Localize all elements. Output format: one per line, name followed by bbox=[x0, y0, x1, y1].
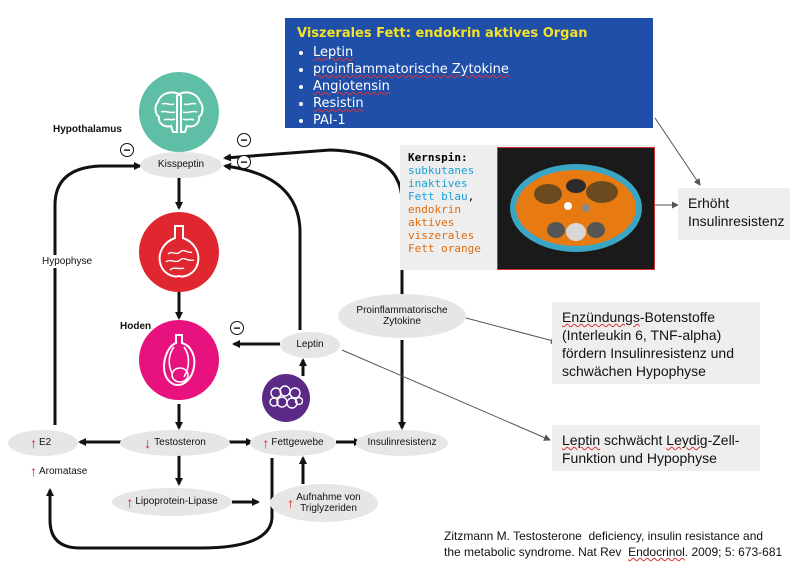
list-item: proinflammatorische Zytokine bbox=[313, 61, 641, 78]
testis-icon bbox=[139, 320, 219, 400]
lipase-node: ↑Lipoprotein-Lipase bbox=[112, 488, 232, 516]
mri-orange-text: endokrin aktives viszerales Fett orange bbox=[408, 203, 481, 255]
e2-label: E2 bbox=[39, 437, 52, 449]
kisspeptin-node: Kisspeptin bbox=[140, 152, 222, 178]
inflammation-box: Enzündungs-Botenstoffe (Interleukin 6, T… bbox=[552, 302, 760, 384]
visceral-fat-box: Viszerales Fett: endokrin aktives Organ … bbox=[285, 18, 653, 128]
list-item: Angiotensin bbox=[313, 78, 641, 95]
zytokine-node: Proinflammatorische Zytokine bbox=[338, 294, 466, 338]
insulin-resistance-box: Erhöht Insulinresistenz bbox=[678, 188, 790, 240]
leptin-text-3: Leydig bbox=[666, 432, 708, 448]
leptin-box: Leptin schwächt Leydig-Zell-Funktion und… bbox=[552, 425, 760, 471]
leptin-node: Leptin bbox=[280, 332, 340, 358]
visceral-fat-title: Viszerales Fett: endokrin aktives Organ bbox=[297, 26, 588, 41]
fat-cells-icon bbox=[262, 374, 310, 422]
arrow-e2-kisspeptin bbox=[53, 162, 142, 425]
inhibit-sign-hypophyse: − bbox=[120, 143, 134, 157]
pointer-zytokine-box bbox=[465, 317, 558, 344]
arrow-fettgewebe-aromatase bbox=[46, 458, 274, 550]
aromatase-up-arrow-icon: ↑ bbox=[30, 463, 37, 479]
fettgewebe-node: ↑Fettgewebe bbox=[250, 430, 336, 456]
aromatase-node: ↑Aromatase bbox=[30, 463, 87, 479]
aromatase-label: Aromatase bbox=[39, 465, 88, 477]
visceral-fat-list: Leptin proinflammatorische Zytokine Angi… bbox=[297, 44, 641, 129]
inhibit-sign-leptin: − bbox=[237, 133, 251, 147]
testosteron-label: Testosteron bbox=[154, 437, 206, 449]
insulinresistenz-node: Insulinresistenz bbox=[356, 430, 448, 456]
lipase-label: Lipoprotein-Lipase bbox=[135, 496, 218, 508]
testosteron-down-arrow-icon: ↓ bbox=[144, 434, 152, 451]
aufnahme-label: Aufnahme von Triglyzeriden bbox=[296, 491, 361, 515]
hoden-label: Hoden bbox=[120, 321, 152, 332]
list-item: PAI-1 bbox=[313, 112, 641, 129]
hypothalamus-label: Hypothalamus bbox=[53, 124, 122, 135]
aufnahme-node: ↑Aufnahme von Triglyzeriden bbox=[270, 484, 378, 522]
inflammation-text-1: Enzündungs bbox=[562, 309, 640, 325]
mri-blue-text: subkutanes inaktives Fett blau bbox=[408, 164, 475, 203]
pituitary-icon bbox=[139, 212, 219, 292]
inhibit-sign-testis: − bbox=[230, 321, 244, 335]
brain-icon bbox=[139, 72, 219, 152]
pointer-bluebox-insulin bbox=[654, 117, 701, 186]
aufnahme-up-arrow-icon: ↑ bbox=[287, 494, 295, 511]
leptin-text-1: Leptin bbox=[562, 432, 601, 448]
hypophyse-label: Hypophyse bbox=[40, 255, 95, 268]
fettgewebe-label: Fettgewebe bbox=[271, 437, 324, 449]
list-item: Resistin bbox=[313, 95, 641, 112]
mri-scan-image bbox=[497, 147, 655, 270]
citation-line-2: the metabolic syndrome. Nat Rev Endocrin… bbox=[444, 545, 783, 559]
e2-node: ↑E2 bbox=[8, 430, 78, 456]
mri-heading: Kernspin: bbox=[408, 151, 468, 164]
leptin-text-4: -Zell-Funktion und Hypophyse bbox=[562, 432, 740, 466]
e2-up-arrow-icon: ↑ bbox=[30, 434, 37, 451]
leptin-text-2: schwächt bbox=[600, 432, 667, 448]
inflammation-text-2: -Botenstoffe (Interleukin 6, TNF-alpha) … bbox=[562, 309, 734, 379]
pointer-leptin-box bbox=[341, 349, 551, 441]
list-item: Leptin bbox=[313, 44, 641, 61]
mri-legend: subkutanes inaktives Fett blau, endokrin… bbox=[408, 164, 496, 255]
testosteron-node: ↓Testosteron bbox=[120, 430, 230, 456]
citation-line-1: Zitzmann M. Testosterone deficiency, ins… bbox=[444, 529, 764, 543]
zytokine-label: Proinflammatorische Zytokine bbox=[356, 304, 448, 328]
inhibit-sign-zytokine: − bbox=[237, 155, 251, 169]
arrow-leptin-kisspeptin bbox=[223, 162, 302, 330]
citation: Zitzmann M. Testosterone deficiency, ins… bbox=[444, 528, 782, 560]
lipase-up-arrow-icon: ↑ bbox=[126, 493, 134, 510]
fettgewebe-up-arrow-icon: ↑ bbox=[262, 434, 270, 451]
mri-comma: , bbox=[467, 190, 475, 203]
